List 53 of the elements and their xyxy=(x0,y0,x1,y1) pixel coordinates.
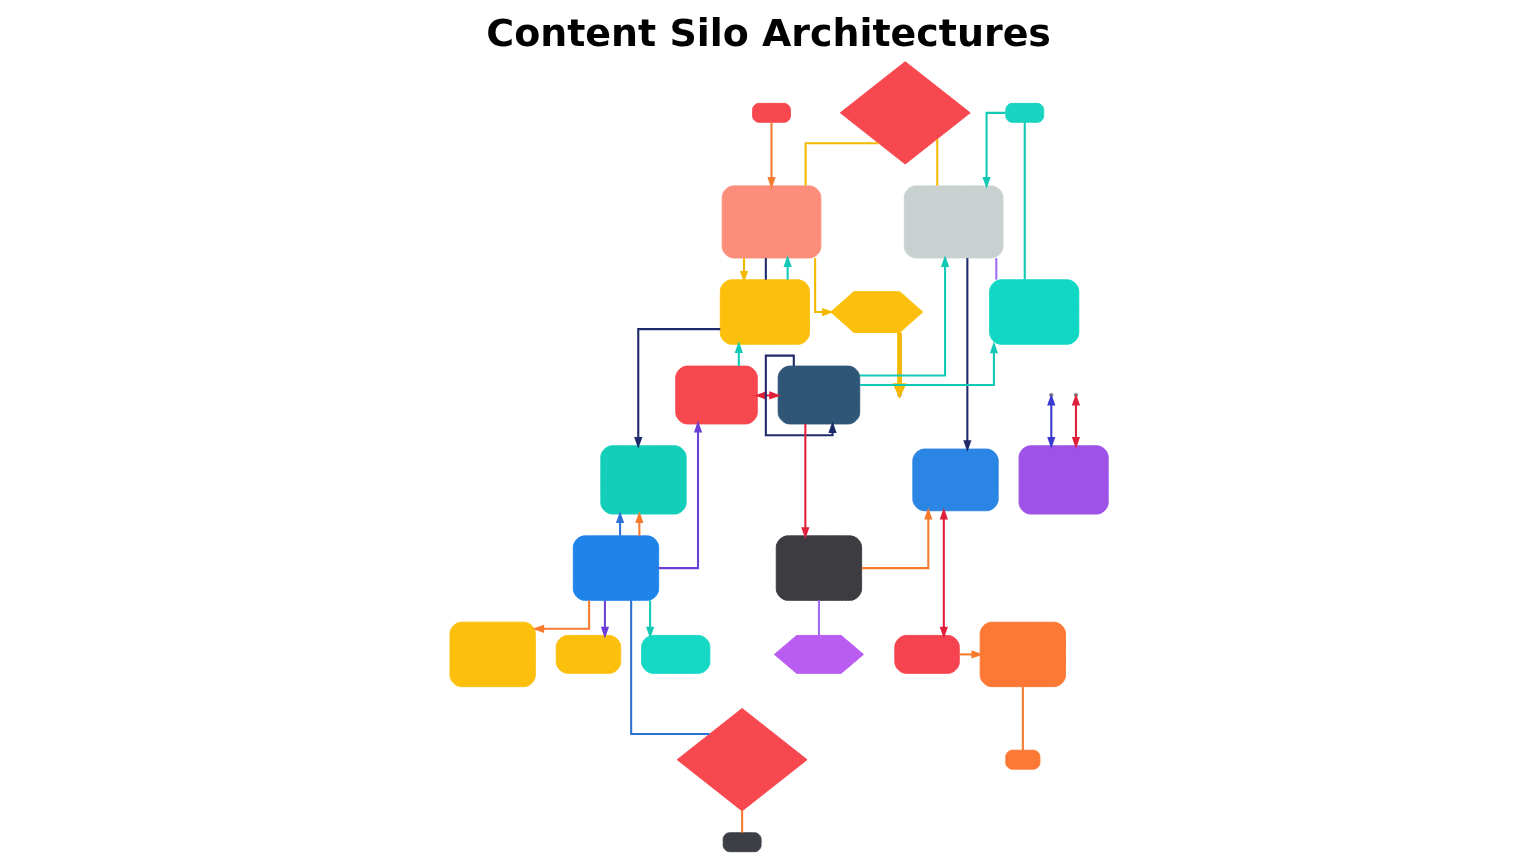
node-box xyxy=(979,621,1066,688)
connector xyxy=(764,258,767,280)
node-box xyxy=(599,445,687,515)
arrow xyxy=(859,341,998,387)
node-box xyxy=(449,621,536,688)
arrow xyxy=(734,341,743,366)
arrow xyxy=(645,600,654,639)
connector xyxy=(1021,686,1024,750)
connector xyxy=(994,258,997,280)
arrow xyxy=(800,424,809,539)
arrow xyxy=(859,255,949,377)
node-box xyxy=(751,102,791,123)
node-box xyxy=(572,535,659,601)
connector xyxy=(804,142,879,186)
node-box xyxy=(777,365,860,425)
node-hexagon xyxy=(829,291,923,333)
node-box xyxy=(722,832,762,853)
arrow xyxy=(939,507,948,639)
arrow xyxy=(600,600,609,639)
node-box xyxy=(721,185,821,259)
arrow xyxy=(633,328,720,449)
arrow xyxy=(783,255,792,280)
arrow xyxy=(962,258,971,452)
arrow xyxy=(615,511,624,536)
diagram-title: Content Silo Architectures xyxy=(485,10,1051,55)
arrow xyxy=(531,600,590,633)
node-box xyxy=(1018,445,1109,515)
connector xyxy=(629,600,709,736)
node-box xyxy=(1004,102,1044,123)
node-box xyxy=(988,279,1079,345)
arrow xyxy=(766,122,776,189)
arrow xyxy=(861,507,932,570)
arrow xyxy=(739,258,748,283)
arrow xyxy=(634,511,643,536)
connector xyxy=(817,600,820,636)
node-box xyxy=(555,634,621,674)
node-diamond xyxy=(839,61,971,165)
node-box xyxy=(719,279,810,345)
node-box xyxy=(911,448,999,512)
node-box xyxy=(640,634,710,674)
node-diamond xyxy=(676,708,808,812)
node-box xyxy=(674,365,758,425)
arrow xyxy=(658,420,702,570)
node-hexagon xyxy=(773,634,864,674)
connector xyxy=(935,139,938,186)
node-box xyxy=(903,185,1003,259)
node-box xyxy=(893,634,960,674)
arrow xyxy=(981,111,1006,189)
node-box xyxy=(775,535,862,601)
node-box xyxy=(1004,749,1040,770)
arrow xyxy=(813,258,834,317)
connector xyxy=(740,811,743,833)
connector xyxy=(1023,122,1026,280)
